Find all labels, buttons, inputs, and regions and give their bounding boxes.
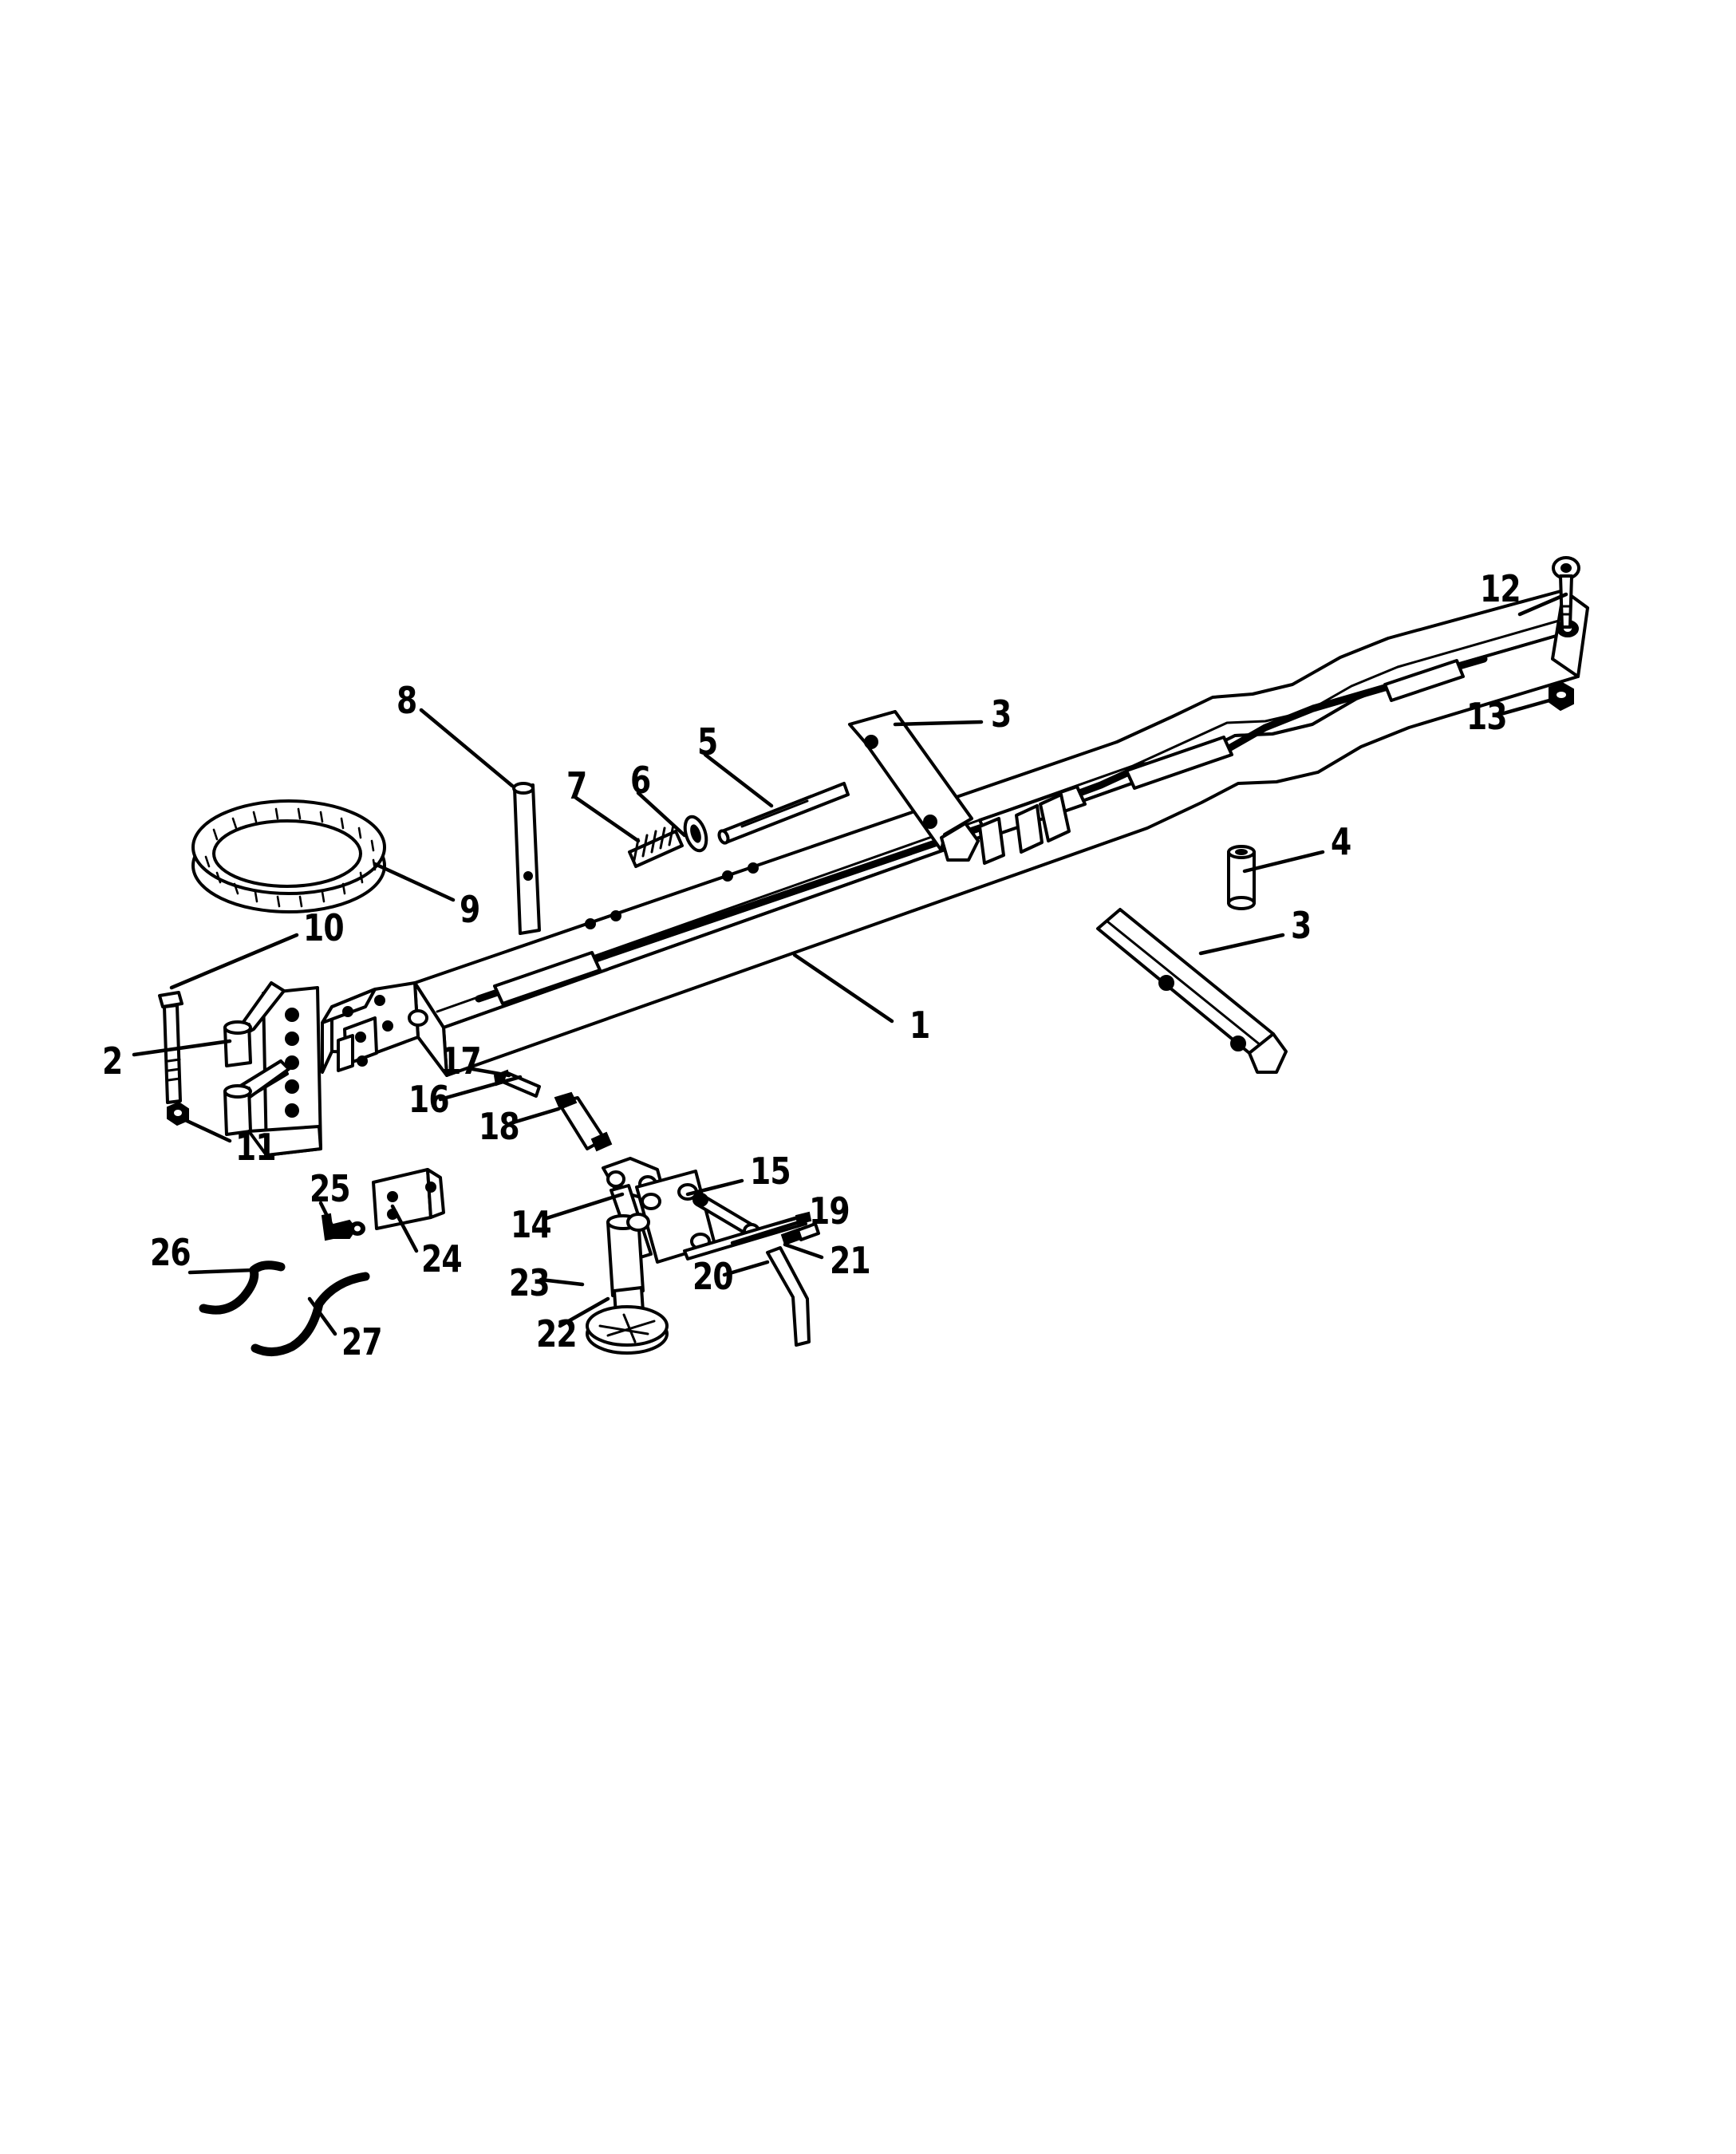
part-swing-hinge-bracket bbox=[223, 981, 322, 1157]
leader-line-25 bbox=[318, 1201, 336, 1231]
callout-number-1: 1 bbox=[909, 1004, 930, 1047]
callout-number-18: 18 bbox=[479, 1105, 520, 1148]
callout-number-13: 13 bbox=[1466, 695, 1508, 738]
leader-line-5 bbox=[703, 752, 774, 808]
callout-number-5: 5 bbox=[697, 720, 718, 763]
callout-number-23: 23 bbox=[509, 1261, 550, 1304]
part-compression-spring bbox=[628, 823, 684, 868]
callout-number-15: 15 bbox=[750, 1150, 791, 1193]
callout-number-26: 26 bbox=[150, 1231, 191, 1274]
part-angle-bracket bbox=[372, 1168, 445, 1230]
leader-line-27 bbox=[307, 1296, 337, 1336]
callout-leader-lines bbox=[132, 592, 1568, 1336]
leader-line-23 bbox=[539, 1277, 585, 1287]
callout-number-14: 14 bbox=[511, 1203, 552, 1246]
leader-line-3 bbox=[1198, 933, 1285, 956]
part-flat-washer bbox=[683, 815, 708, 853]
part-coiled-safety-cable bbox=[191, 799, 386, 913]
callout-number-17: 17 bbox=[440, 1040, 482, 1083]
leader-line-20 bbox=[722, 1260, 770, 1277]
part-cross-member-channel-upper bbox=[848, 710, 980, 862]
callout-number-6: 6 bbox=[630, 759, 651, 802]
leader-line-18 bbox=[508, 1107, 561, 1126]
callout-number-19: 19 bbox=[809, 1189, 850, 1233]
leader-line-19 bbox=[730, 1218, 807, 1245]
leader-line-12 bbox=[1517, 592, 1568, 617]
leader-line-2 bbox=[132, 1039, 232, 1057]
part-wire-clip-upper bbox=[199, 1260, 286, 1315]
callout-number-8: 8 bbox=[397, 679, 417, 722]
leader-line-13 bbox=[1496, 698, 1552, 717]
callout-number-22: 22 bbox=[536, 1312, 578, 1355]
part-hex-bolt-long bbox=[158, 991, 183, 1104]
part-wing-knob-fastener bbox=[321, 1213, 365, 1241]
leader-line-4 bbox=[1242, 850, 1325, 874]
leader-line-8 bbox=[419, 708, 515, 788]
part-bent-crank-rod bbox=[766, 1246, 811, 1347]
callout-number-21: 21 bbox=[830, 1239, 871, 1282]
leader-line-16 bbox=[438, 1075, 523, 1102]
leader-line-7 bbox=[574, 795, 641, 843]
callout-number-24: 24 bbox=[421, 1237, 463, 1280]
callout-number-20: 20 bbox=[692, 1255, 734, 1298]
leader-line-11 bbox=[180, 1116, 232, 1143]
part-wire-clip-lower bbox=[251, 1272, 370, 1356]
callout-number-7: 7 bbox=[566, 764, 587, 807]
callout-number-12: 12 bbox=[1480, 567, 1521, 610]
part-carriage-bolt bbox=[1552, 556, 1580, 629]
leader-line-3 bbox=[893, 720, 984, 727]
callout-number-25: 25 bbox=[310, 1167, 351, 1210]
callout-number-16: 16 bbox=[408, 1078, 450, 1121]
leader-line-21 bbox=[783, 1242, 824, 1260]
leader-line-1 bbox=[792, 953, 894, 1024]
leader-line-6 bbox=[636, 791, 687, 838]
part-spacer-bushing bbox=[1227, 845, 1256, 910]
leader-line-15 bbox=[685, 1178, 744, 1197]
callout-number-4: 4 bbox=[1331, 820, 1351, 863]
leader-line-10 bbox=[169, 933, 299, 990]
part-roll-pin bbox=[780, 1222, 820, 1246]
leader-line-14 bbox=[542, 1192, 625, 1221]
beam-mount-tabs bbox=[978, 793, 1071, 865]
callout-number-10: 10 bbox=[303, 906, 345, 949]
callout-number-9: 9 bbox=[460, 888, 480, 931]
leader-line-26 bbox=[187, 1268, 256, 1275]
part-main-tongue-beam bbox=[413, 589, 1589, 1077]
callout-number-2: 2 bbox=[102, 1040, 123, 1083]
part-cross-member-channel-lower bbox=[1096, 908, 1288, 1074]
part-flat-strap-bar bbox=[512, 782, 541, 935]
callout-number-3a: 3 bbox=[991, 692, 1012, 736]
leader-line-17 bbox=[470, 1067, 511, 1078]
part-t-handle-pin bbox=[554, 1091, 613, 1152]
leader-line-9 bbox=[373, 862, 456, 902]
leader-line-24 bbox=[390, 1204, 419, 1253]
callout-number-11: 11 bbox=[235, 1126, 277, 1169]
leader-line-22 bbox=[558, 1296, 610, 1328]
part-lock-nut bbox=[1549, 681, 1574, 712]
callout-number-3b: 3 bbox=[1291, 904, 1312, 947]
beam-receiver-box bbox=[321, 981, 428, 1074]
part-latch-rod bbox=[717, 782, 850, 845]
callout-number-27: 27 bbox=[341, 1320, 383, 1363]
